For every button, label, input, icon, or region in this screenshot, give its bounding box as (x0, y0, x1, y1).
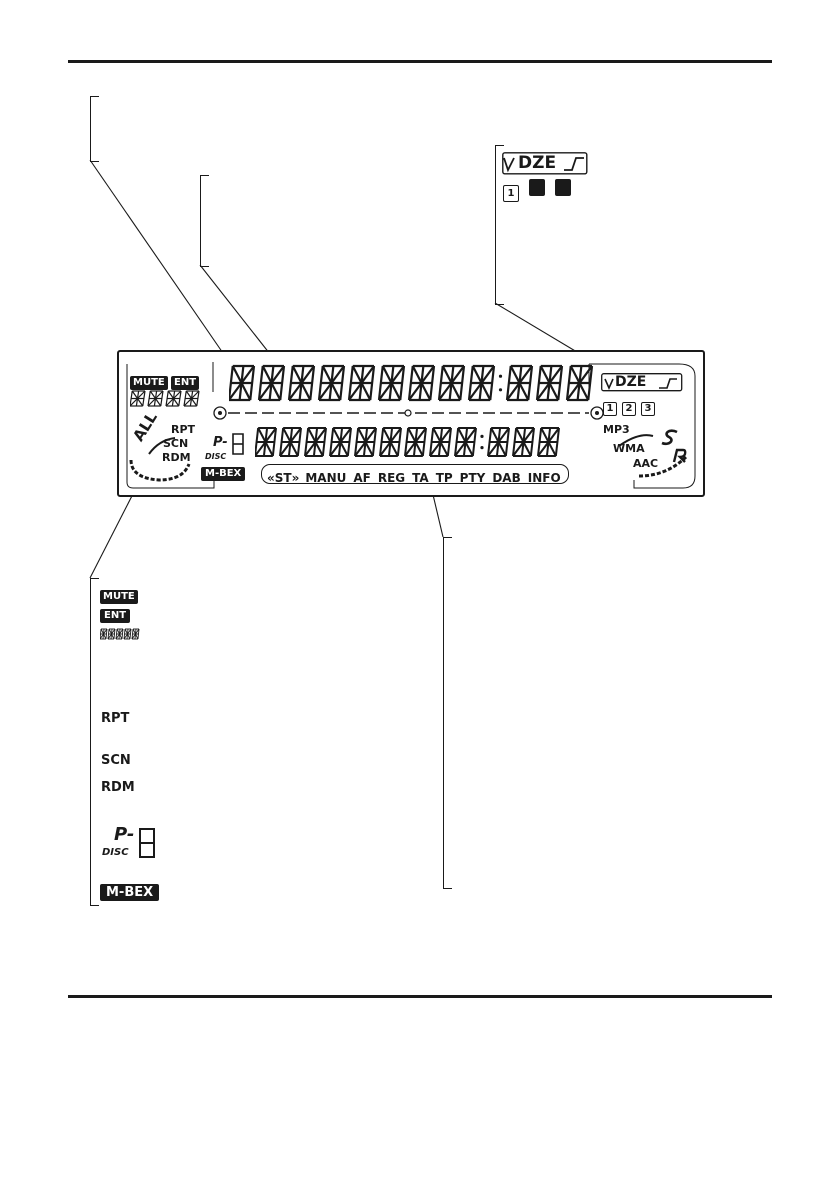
mp3-indicator: MP3 (603, 423, 630, 436)
lower-row-char-12 (537, 427, 560, 457)
upper-row-char-2 (257, 364, 286, 402)
indicator-dab: DAB (492, 471, 521, 485)
lower-row-colon-dot-1 (480, 434, 484, 438)
legend-mbex: M-BEX (100, 884, 160, 901)
rpt-indicator: RPT (171, 423, 196, 436)
indicator-pty: PTY (459, 471, 486, 485)
s-logo-icon (661, 429, 678, 446)
lower-row-char-2 (279, 427, 302, 457)
lower-row-char-9 (454, 427, 477, 457)
scn-indicator: SCN (163, 437, 189, 450)
dze-callout-number-3 (555, 179, 571, 196)
upper-row-segments (229, 364, 594, 402)
mini-char-3 (165, 390, 182, 407)
callout-bracket-lower-row (200, 175, 209, 267)
callout-bracket-left-legend (90, 578, 99, 906)
mini-char-4 (183, 390, 200, 407)
callout-bracket-dze (495, 145, 504, 305)
mini-char-2 (147, 390, 164, 407)
indicator-manu: MANU (305, 471, 347, 485)
upper-row-char-10 (505, 364, 534, 402)
legend-mini-char-2 (107, 628, 116, 640)
lower-row-char-1 (255, 427, 277, 457)
dze-callout-frame (502, 152, 588, 175)
legend-preset-letter: P- (114, 824, 135, 845)
mini-segment-display (130, 390, 200, 407)
upper-row-char-1 (229, 364, 256, 402)
lower-row-char-4 (329, 427, 352, 457)
bottom-rule (68, 995, 772, 998)
upper-row-char-5 (347, 364, 376, 402)
legend-mute: MUTE (100, 590, 138, 604)
legend-mini-char-1 (100, 628, 108, 640)
legend-mini-char-5 (131, 628, 140, 640)
dze-number-1: 1 (603, 402, 617, 416)
aac-indicator: AAC (633, 457, 659, 470)
legend-mini-segment-display (100, 628, 140, 640)
display-panel: MUTE ENT ALL RPT SCN RDM P- DISC M-BEX «… (117, 350, 705, 497)
lower-row-char-11 (512, 427, 535, 457)
upper-row-char-8 (437, 364, 466, 402)
indicator-tp: TP (435, 471, 453, 485)
dze-number-2: 2 (622, 402, 636, 416)
upper-row-char-9 (467, 364, 496, 402)
lower-row-char-8 (429, 427, 452, 457)
legend-rdm: RDM (101, 780, 135, 795)
bottom-indicator-row (261, 464, 569, 484)
callout-bracket-upper-row (90, 96, 99, 162)
upper-row-colon-dot-1 (498, 374, 503, 378)
dze-label: DZE (615, 374, 647, 390)
legend-ent: ENT (100, 609, 131, 623)
upper-row-char-11 (535, 364, 564, 402)
legend-preset-digit (139, 828, 155, 858)
top-rule (68, 60, 772, 63)
indicator-info: INFO (527, 471, 561, 485)
mini-char-1 (130, 390, 146, 407)
legend-mini-char-4 (123, 628, 132, 640)
upper-row-char-6 (377, 364, 406, 402)
lower-row-segments (255, 427, 560, 457)
legend-disc-label: DISC (102, 847, 129, 858)
preset-letter: P- (213, 435, 228, 450)
dze-number-3: 3 (641, 402, 655, 416)
upper-row-char-3 (287, 364, 316, 402)
indicator-ta: TA (412, 471, 429, 485)
wma-indicator: WMA (613, 442, 645, 455)
lower-row-char-5 (354, 427, 377, 457)
indicator-af: AF (353, 471, 371, 485)
lower-row-colon-dot-2 (480, 446, 484, 450)
legend-scn: SCN (101, 753, 131, 768)
rdm-indicator: RDM (162, 451, 191, 464)
dze-callout-numbers: 1 (503, 179, 576, 202)
lower-row-char-3 (304, 427, 327, 457)
callout-dze-graphic: DZE 1 (502, 152, 592, 202)
dze-callout-number-1: 1 (503, 185, 519, 202)
dze-frame (601, 373, 683, 392)
dze-callout-label: DZE (518, 153, 557, 173)
preset-digit (232, 433, 244, 455)
callout-bracket-indicators (443, 537, 452, 889)
lower-row-char-6 (379, 427, 402, 457)
mute-indicator: MUTE (130, 376, 168, 390)
upper-row-char-12 (565, 364, 594, 402)
upper-row-colon-dot-2 (498, 388, 503, 392)
indicator-reg: REG (377, 471, 406, 485)
legend-rpt: RPT (101, 711, 130, 726)
disc-label: DISC (205, 452, 227, 461)
upper-row-char-7 (407, 364, 436, 402)
mbex-indicator: M-BEX (201, 467, 246, 481)
indicator-st: «ST» (267, 471, 300, 485)
lower-row-char-10 (487, 427, 510, 457)
r-logo-icon (672, 448, 687, 463)
ent-indicator: ENT (171, 376, 200, 390)
dze-callout-number-2 (529, 179, 545, 196)
lower-row-char-7 (404, 427, 427, 457)
legend-mini-char-3 (115, 628, 124, 640)
upper-row-char-4 (317, 364, 346, 402)
bottom-indicator-labels: «ST» MANU AF REG TA TP PTY DAB INFO (267, 467, 561, 486)
